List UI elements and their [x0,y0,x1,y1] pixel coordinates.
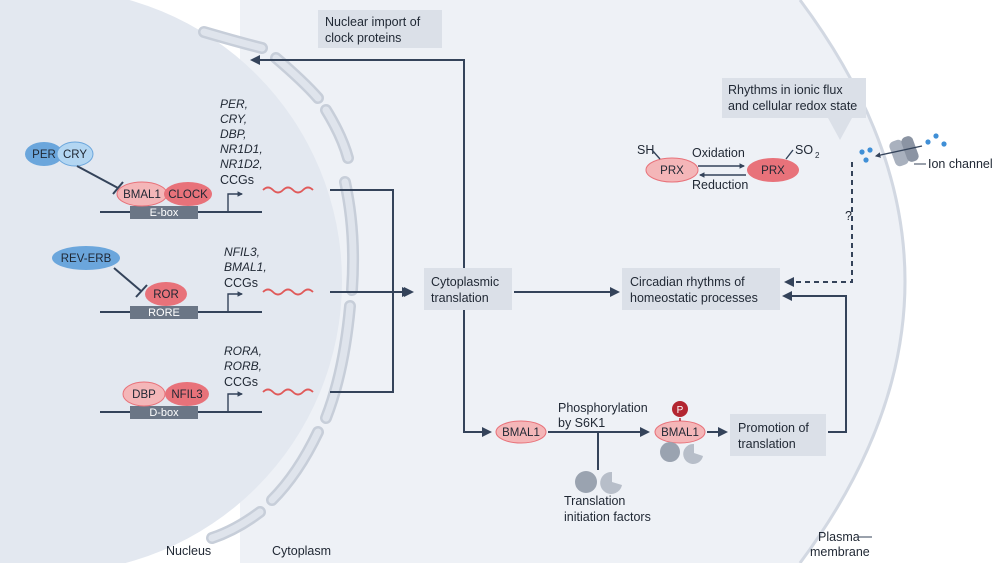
nucleus-label: Nucleus [166,544,211,558]
dbox-ccgs: CCGs [224,375,258,389]
prx-reduced [645,157,699,183]
dbox-gene-2: RORB, [224,359,262,373]
bound-factor-2 [683,443,703,464]
prx-oxidized [747,158,799,182]
reverb-protein [52,246,120,270]
ion-dot [941,141,947,147]
ebox-gene-4: NR1D1, [220,142,263,156]
ror-protein [145,282,187,306]
ion-channel-label: Ion channel [928,157,993,171]
sh-label: SH [637,143,654,157]
per-protein [25,142,63,166]
bmal1-protein-cyto [495,420,547,444]
cry-protein [56,141,94,167]
nfil3-protein [165,382,209,406]
plasma-label-2: membrane [810,545,870,559]
ion-dot [859,149,865,155]
svg-text:PER: PER [32,149,56,161]
rore-label: RORE [148,307,180,319]
ebox-label: E-box [150,207,179,219]
question-mark: ? [845,209,852,223]
flow-promotion-to-circadian [782,291,847,433]
ionic-callout [722,78,866,140]
cytoplasm-label: Cytoplasm [272,544,331,558]
dbox-gene-1: RORA, [224,344,262,358]
bound-factor-1 [660,442,680,462]
circadian-line1: Circadian rhythms of [630,275,745,289]
inhibition-arrow [76,165,119,189]
dashed-flux [784,162,853,287]
flow-import [250,55,465,268]
tif-sphere-2 [600,471,622,494]
nuclear-import-line2: clock proteins [325,31,401,45]
promotion-line2: translation [738,437,796,451]
tif-line1: Translation [564,494,625,508]
rore-gene-1: NFIL3, [224,245,260,259]
svg-text:BMAL1: BMAL1 [123,189,161,201]
promotion-box [730,414,826,456]
ionic-line1: Rhythms in ionic flux [728,83,843,97]
svg-text:CRY: CRY [63,149,87,161]
nucleus [0,0,342,563]
nuclear-import-box [318,10,442,48]
svg-text:ROR: ROR [153,289,179,301]
inhibition-arrow-2 [113,267,142,292]
promotion-line1: Promotion of [738,421,809,435]
rore-element [130,306,198,319]
nuclear-import-line1: Nuclear import of [325,15,421,29]
cyto-translation-line2: translation [431,291,489,305]
svg-text:CLOCK: CLOCK [168,189,208,201]
ionic-line2: and cellular redox state [728,99,857,113]
dbox-element [130,406,198,419]
ion-dot [933,133,939,139]
oxidation-label: Oxidation [692,146,745,160]
ion-flux-arrow [874,145,923,158]
svg-text:NFIL3: NFIL3 [171,389,202,401]
reduction-label: Reduction [692,178,748,192]
svg-text:PRX: PRX [761,165,785,177]
phospho-badge [672,401,688,417]
so2-subscript: 2 [815,151,820,160]
ion-dot [867,147,873,153]
cyto-translation-line1: Cytoplasmic [431,275,499,289]
svg-text:PRX: PRX [660,165,684,177]
ebox-gene-5: NR1D2, [220,157,263,171]
plasma-label-1: Plasma [818,530,860,544]
tif-line2: initiation factors [564,510,651,524]
ion-dot [925,139,931,145]
rore-ccgs: CCGs [224,276,258,290]
svg-text:BMAL1: BMAL1 [502,427,540,439]
ebox-gene-3: DBP, [220,127,246,141]
flow-translation-to-bmal1 [463,310,492,437]
so2-label: SO [795,143,813,157]
ion-dot [863,157,869,163]
rore-gene-2: BMAL1, [224,260,267,274]
clock-protein [164,182,212,206]
ebox-gene-2: CRY, [220,112,247,126]
mrna-rore [262,288,314,296]
svg-text:REV-ERB: REV-ERB [61,253,112,265]
ebox-ccgs: CCGs [220,173,254,187]
circadian-line2: homeostatic processes [630,291,758,305]
mrna-ebox [262,186,314,194]
cytoplasmic-translation-box [424,268,512,310]
tif-sphere-1 [575,471,597,493]
circadian-rhythms-box [622,268,780,310]
flow-dbox-to-translation [330,292,394,393]
phospho-line1: Phosphorylation [558,401,648,415]
ion-channel-icon [889,136,919,167]
phospho-line2: by S6K1 [558,416,605,430]
dbox-label: D-box [149,407,179,419]
svg-text:BMAL1: BMAL1 [661,427,699,439]
phospho-badge-label: P [677,405,684,416]
mrna-dbox [262,388,314,396]
svg-text:DBP: DBP [132,389,156,401]
ebox-gene-1: PER, [220,97,248,111]
ebox-element [130,206,198,219]
